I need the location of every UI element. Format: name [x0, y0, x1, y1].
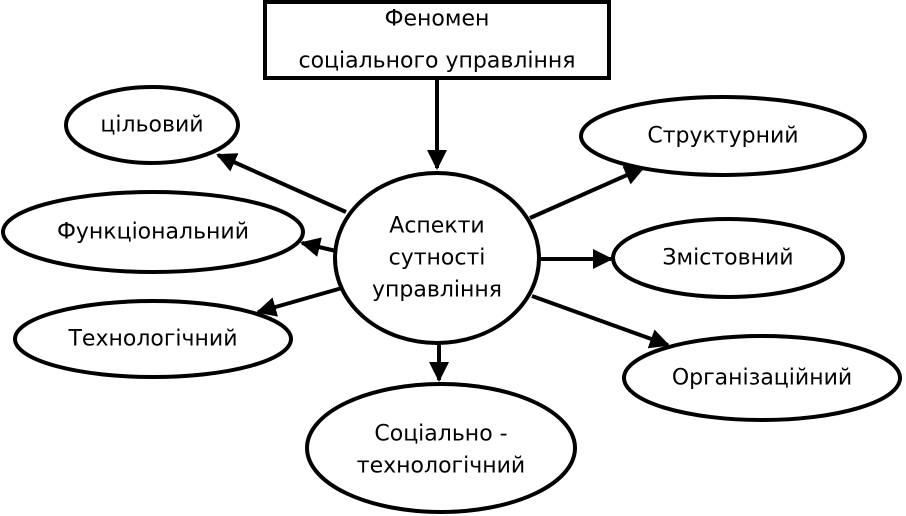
title-line-2: соціального управління	[299, 49, 576, 74]
node-tsilovyi: цільовий	[64, 85, 240, 165]
title-box: Феномен соціального управління	[263, 0, 611, 80]
node-strukturnyi: Структурний	[579, 95, 867, 177]
center-line-2: сутності	[389, 246, 486, 271]
label-strukturnyi: Структурний	[647, 124, 798, 149]
arrow-to-funktsionalnyi	[300, 237, 337, 257]
node-zmistovnyi: Змістовний	[611, 217, 845, 299]
center-line-1: Аспекти	[389, 214, 484, 239]
arrow-to-orhanizatsiinyi	[531, 294, 670, 349]
center-line-3: управління	[372, 278, 502, 303]
label-tekhnolohichnyi: Технологічний	[67, 327, 237, 352]
title-line-1: Феномен	[385, 7, 490, 32]
label-sotsialno-tekhnolohichnyi-2: технологічний	[357, 454, 525, 479]
arrow-to-strukturnyi	[529, 166, 645, 220]
title-box-frame	[263, 0, 611, 80]
center-node: Аспекти сутності управління	[333, 171, 541, 345]
label-orhanizatsiinyi: Організаційний	[672, 366, 852, 391]
label-funktsionalnyi: Функціональний	[57, 220, 249, 245]
node-tekhnolohichnyi: Технологічний	[13, 299, 293, 379]
arrow-to-tekhnolohichnyi	[256, 286, 343, 317]
node-funktsionalnyi: Функціональний	[1, 190, 305, 274]
label-tsilovyi: цільовий	[100, 113, 203, 138]
node-orhanizatsiinyi: Організаційний	[622, 334, 902, 422]
center-ellipse	[333, 171, 541, 345]
arrow-to-tsilovyi	[216, 153, 347, 214]
label-sotsialno-tekhnolohichnyi-1: Соціально -	[374, 422, 507, 447]
label-zmistovnyi: Змістовний	[662, 246, 793, 271]
node-sotsialno-tekhnolohichnyi: Соціально - технологічний	[305, 382, 577, 514]
